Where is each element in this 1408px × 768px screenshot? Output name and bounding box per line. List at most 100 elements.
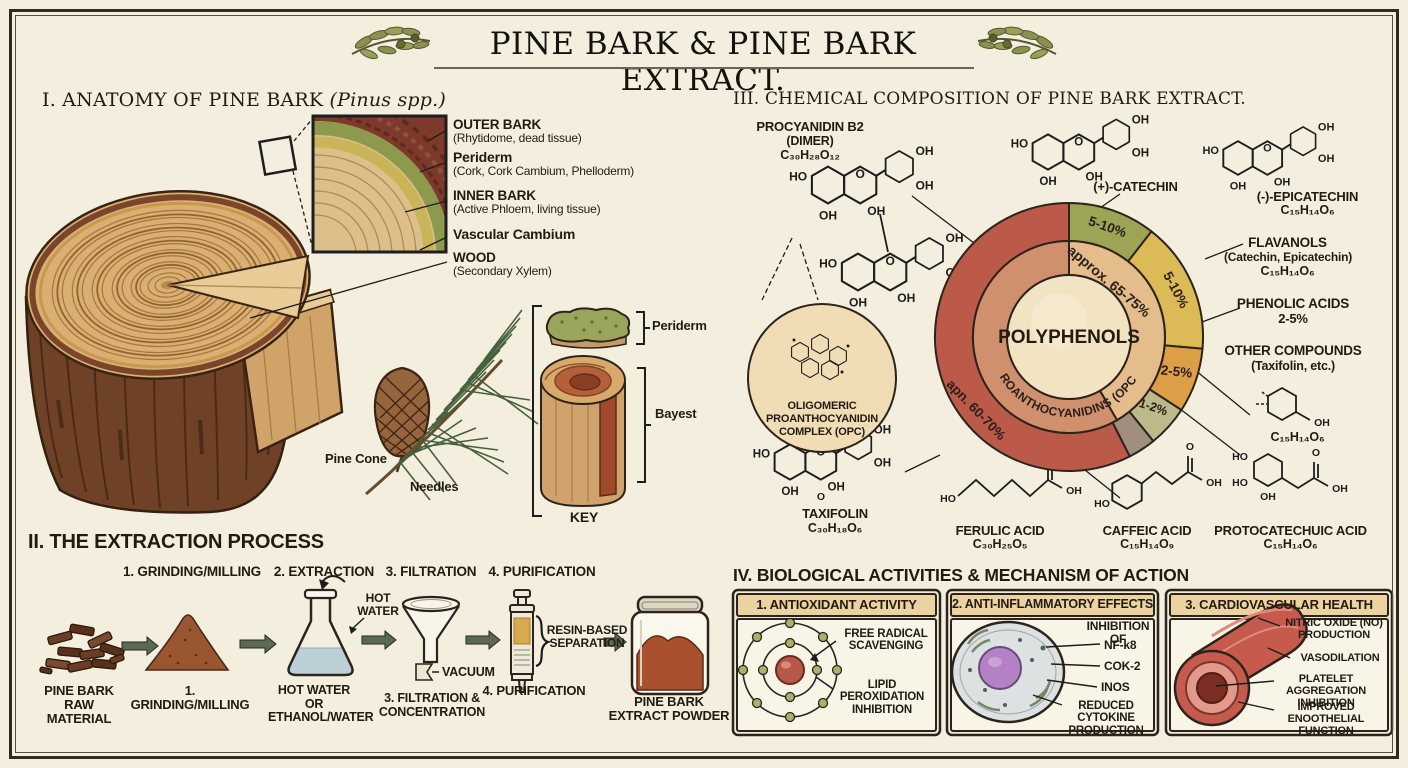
- epicatechin-formula: C₁₅H₁₄O₆: [1280, 203, 1335, 217]
- biology-heading: IV. BIOLOGICAL ACTIVITIES & MECHANISM OF…: [733, 565, 1189, 585]
- needles-label: Needles: [410, 479, 459, 494]
- anatomy-label-wood: WOOD: [453, 250, 496, 265]
- atom-o: O: [1186, 441, 1194, 453]
- extraction-heading: II. THE EXTRACTION PROCESS: [28, 531, 324, 553]
- ferulic-formula: C₃₀H₂₅O₅: [972, 537, 1028, 551]
- composition-callout-lines: [904, 193, 1251, 499]
- procyanidin-name: PROCYANIDIN B2: [756, 119, 864, 134]
- flavanols-sub: (Catechin, Epicatechin): [1223, 250, 1353, 264]
- key-periderm-label: Periderm: [652, 318, 707, 333]
- caffeic-name: CAFFEIC ACID: [1102, 523, 1192, 538]
- opc-line1: OLIGOMERIC: [787, 400, 857, 412]
- other-formula: C₁₅H₁₄O₆: [1270, 430, 1325, 444]
- atom-oh: OH: [1206, 477, 1222, 489]
- hot-water-note: HOT WATER: [357, 591, 399, 618]
- atom-diagram: [737, 617, 843, 723]
- panel1-label2: LIPID PEROXIDATION INHIBITION: [839, 679, 925, 716]
- atom-o: O: [1312, 447, 1320, 459]
- caption-purification: 4. PURIFICATION: [482, 683, 586, 698]
- anatomy-sub-wood: (Secondary Xylem): [453, 264, 552, 278]
- opc-cluster: [791, 333, 850, 381]
- key-illustration: [532, 305, 651, 517]
- caption-solvent: HOT WATER OR ETHANOL/WATER: [268, 683, 374, 724]
- panel2-item1: NF-k8: [1104, 638, 1137, 652]
- resin-note: RESIN-BASED SEPARATION: [546, 623, 628, 650]
- cell-diagram: [950, 620, 1101, 724]
- anatomy-label-vascular-cambium: Vascular Cambium: [453, 226, 576, 242]
- chemical-structures: O O OH HO HO: [747, 114, 1348, 510]
- panel1-label1: FREE RADICAL SCAVENGING: [844, 628, 928, 653]
- vacuum-note: VACUUM: [442, 665, 495, 679]
- anatomy-label-periderm: Periderm: [453, 149, 513, 165]
- procyanidin-sub: (DIMER): [786, 134, 834, 148]
- flavanols-name: FLAVANOLS: [1248, 235, 1327, 250]
- anatomy-sub-outer-bark: (Rhytidome, dead tissue): [453, 131, 582, 145]
- step-grinding: 1. GRINDING/MILLING: [123, 564, 261, 579]
- anatomy-sub-inner-bark: (Active Phloem, living tissue): [453, 202, 601, 216]
- title-underline: [434, 67, 974, 69]
- atom-ho: HO: [1094, 498, 1110, 510]
- opc-line2: PROANTHOCYANIDIN: [766, 413, 878, 425]
- taxifolin-name: TAXIFOLIN: [802, 506, 868, 521]
- panel3-title: 3. CARDIOVASCULAR HEALTH: [1185, 597, 1373, 612]
- opc-line3: COMPLEX (OPC): [778, 426, 865, 438]
- composition-heading: III. CHEMICAL COMPOSITION OF PINE BARK E…: [733, 89, 1246, 109]
- step-purification: 4. PURIFICATION: [488, 564, 596, 579]
- step-filtration: 3. FILTRATION: [385, 564, 477, 579]
- key-bayest-label: Bayest: [655, 406, 697, 421]
- atom-oh: OH: [1066, 485, 1082, 497]
- pine-cone-label: Pine Cone: [325, 451, 387, 466]
- panel3-label3: PLATELET AGGREGATION INHIBITION: [1285, 673, 1367, 709]
- ferulic-name: FERULIC ACID: [955, 523, 1045, 538]
- epicatechin-name: (-)-EPICATECHIN: [1256, 189, 1359, 204]
- panel3-label2: VASODILATION: [1300, 652, 1380, 664]
- panel2-item2: COK-2: [1104, 659, 1141, 673]
- anatomy-sub-periderm: (Cork, Cork Cambium, Phelloderm): [453, 164, 634, 178]
- atom-oh: OH: [1260, 491, 1276, 503]
- taxifolin-formula: C₃₀H₁₈O₆: [807, 521, 863, 535]
- other-name: OTHER COMPOUNDS: [1224, 343, 1362, 358]
- caption-grinding: 1. GRINDING/MILLING: [130, 683, 250, 713]
- caption-filtration: 3. FILTRATION & CONCENTRATION: [378, 691, 486, 719]
- atom-ho: HO: [1232, 451, 1248, 463]
- caffeic-formula: C₁₅H₁₄O₉: [1120, 537, 1174, 551]
- phenolic-name: PHENOLIC ACIDS: [1236, 296, 1350, 311]
- panel2-intro: INHIBITION OF: [1086, 619, 1150, 646]
- flavanols-formula: C₁₅H₁₄O₆: [1260, 264, 1315, 278]
- procyanidin-formula: C₃₀H₂₈O₁₂: [780, 148, 840, 162]
- extraction-process-art: [39, 575, 710, 696]
- atom-ho: HO: [1232, 477, 1248, 489]
- anatomy-species: (Pinus spp.): [329, 89, 447, 111]
- trunk-illustration: [24, 117, 344, 514]
- step-extraction: 2. EXTRACTION: [273, 564, 375, 579]
- atom-o: O: [817, 491, 825, 503]
- biology-panels-art: [731, 588, 1394, 737]
- other-sub: (Taxifolin, etc.): [1251, 359, 1335, 373]
- anatomy-label-inner-bark: INNER BARK: [453, 188, 536, 203]
- anatomy-leader-lines: [249, 129, 448, 319]
- atom-oh: OH: [1314, 417, 1330, 429]
- catechin-name: (+)-CATECHIN: [1093, 179, 1178, 194]
- panel2-item3: INOS: [1101, 680, 1130, 694]
- bark-chips: [39, 623, 125, 675]
- protocatechuic-formula: C₁₅H₁₄O₆: [1263, 537, 1318, 551]
- caption-raw-material: PINE BARK RAW MATERIAL: [44, 683, 114, 727]
- blood-vessel-diagram: [1173, 603, 1308, 727]
- caption-extract-powder: PINE BARK EXTRACT POWDER: [608, 694, 730, 724]
- protocatechuic-name: PROTOCATECHUIC ACID: [1214, 523, 1367, 538]
- panel3-label1: NITRIC OXIDE (NO) PRODUCTION: [1285, 617, 1383, 641]
- page-title: PINE BARK & PINE BARK EXTRACT.: [489, 26, 917, 98]
- panel1-title: 1. ANTIOXIDANT ACTIVITY: [756, 597, 917, 612]
- phenolic-sub: 2-5%: [1278, 311, 1308, 326]
- anatomy-label-outer-bark: OUTER BARK: [453, 117, 541, 132]
- key-title: KEY: [569, 509, 599, 525]
- svg-text:POLYPHENOLS: POLYPHENOLS: [998, 327, 1140, 348]
- atom-ho: HO: [940, 493, 956, 505]
- panel3-label4: IMPROVED ENOOTHELIAL FUNCTION: [1287, 701, 1365, 737]
- panel2-title: 2. ANTI-INFLAMMATORY EFFECTS: [951, 597, 1154, 611]
- panel2-footer: REDUCED CYTOKINE PRODUCTION: [1068, 700, 1144, 737]
- pine-needles-illustration: [365, 309, 539, 501]
